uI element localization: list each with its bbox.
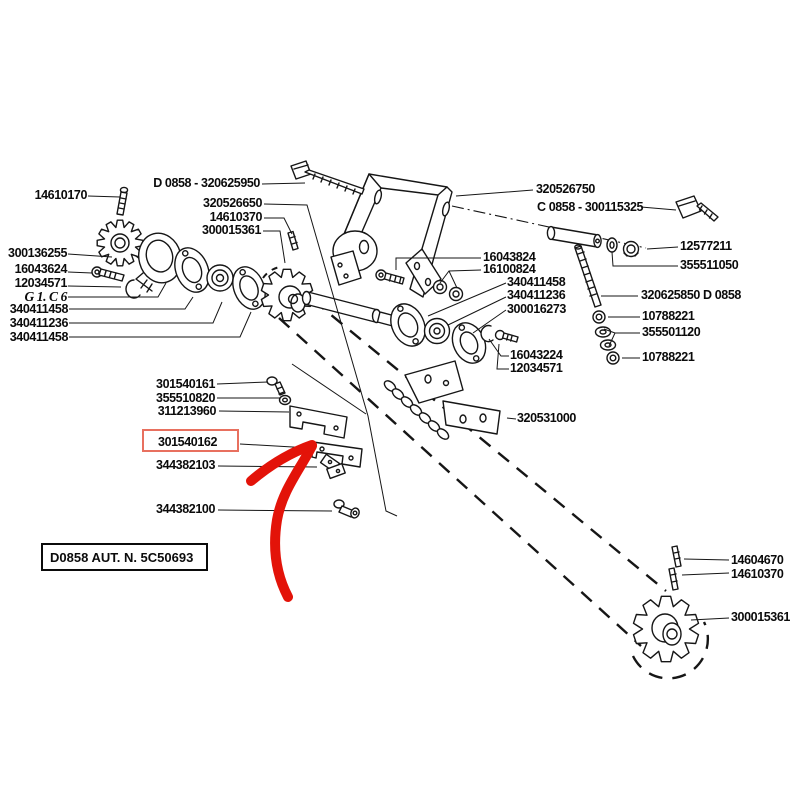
bolt-part-icon bbox=[116, 186, 129, 216]
washer-part-icon bbox=[606, 237, 618, 253]
bearing-part-icon bbox=[206, 264, 234, 292]
part-label: 12034571 bbox=[510, 361, 563, 375]
drawing-title-box: D0858 AUT. N. 5C50693 bbox=[41, 543, 208, 571]
bolt-part-icon bbox=[333, 499, 360, 519]
part-label: 14610370 bbox=[731, 567, 784, 581]
part-label: 300016273 bbox=[507, 302, 566, 316]
part-label: 16043224 bbox=[510, 348, 563, 362]
flange-part-icon bbox=[232, 266, 266, 310]
nut-part-icon bbox=[622, 240, 640, 258]
part-label: G 1. C 6 bbox=[24, 289, 67, 304]
chain-guard-part-icon bbox=[383, 360, 501, 440]
part-label: 340411458 bbox=[507, 275, 566, 289]
chain-dashed-lines bbox=[262, 266, 710, 680]
part-label: 320526650 bbox=[203, 196, 262, 210]
bolt-part-icon bbox=[494, 329, 519, 343]
part-label: 320526750 bbox=[536, 182, 595, 196]
red-annotations bbox=[142, 429, 317, 602]
latch-plate-part-icon bbox=[405, 248, 442, 295]
parts-artwork bbox=[91, 160, 719, 663]
bearing-part-icon bbox=[423, 317, 451, 345]
part-label: 355511050 bbox=[680, 258, 739, 272]
bolt-part-icon bbox=[375, 269, 405, 285]
washer-part-icon bbox=[278, 394, 292, 406]
part-label: 340411458 bbox=[10, 330, 69, 344]
support-plate-part-icon bbox=[289, 405, 348, 439]
flange-part-icon bbox=[390, 303, 426, 347]
part-label: 300015361 bbox=[731, 610, 790, 624]
part-label-highlighted: 301540162 bbox=[158, 435, 217, 449]
highlighted-plate-part-icon bbox=[311, 441, 363, 468]
part-labels: 14610170 300136255 16043624 12034571 G 1… bbox=[8, 176, 791, 624]
part-label: C 0858 - 300115325 bbox=[537, 200, 644, 214]
part-label: 12577211 bbox=[680, 239, 732, 253]
part-label: 340411458 bbox=[10, 302, 69, 316]
spring-pin-part-icon bbox=[668, 545, 682, 591]
part-label: 10788221 bbox=[642, 309, 695, 323]
part-label: 320531000 bbox=[517, 411, 576, 425]
part-label: 340411236 bbox=[10, 316, 69, 330]
part-label: 311213960 bbox=[158, 404, 217, 418]
part-label: D 0858 - 320625950 bbox=[153, 176, 260, 190]
part-label: 320625850 D 0858 bbox=[641, 288, 741, 302]
clip-part-icon bbox=[480, 324, 494, 343]
cover-ring-part-icon bbox=[138, 232, 182, 284]
cover-plate-part-icon bbox=[451, 322, 487, 364]
part-label: 14610370 bbox=[210, 210, 263, 224]
shaft-part-icon bbox=[301, 290, 400, 328]
sprocket-part-icon bbox=[96, 219, 144, 267]
part-label: 344382100 bbox=[156, 502, 215, 516]
pivot-pin-part-icon bbox=[546, 225, 602, 249]
spring-pin-part-icon bbox=[287, 230, 299, 251]
highlight-box bbox=[142, 429, 239, 452]
part-label: 16100824 bbox=[483, 262, 536, 276]
pivot-boss-part-icon bbox=[330, 230, 378, 286]
red-arrow-head bbox=[246, 440, 317, 486]
clip-part-icon bbox=[125, 279, 141, 299]
part-label: 16043624 bbox=[15, 262, 68, 276]
sprocket-part-icon bbox=[632, 595, 700, 663]
threaded-rod-part-icon bbox=[574, 244, 602, 308]
part-label: 344382103 bbox=[156, 458, 215, 472]
part-label: 14604670 bbox=[731, 553, 784, 567]
part-label: 10788221 bbox=[642, 350, 695, 364]
clamp-part-icon bbox=[319, 453, 346, 480]
part-label: 340411236 bbox=[507, 288, 566, 302]
part-label: 300136255 bbox=[8, 246, 67, 260]
flanged-nuts-part-icon bbox=[432, 279, 464, 302]
part-label: 355501120 bbox=[642, 325, 701, 339]
nut-washer-stack-icon bbox=[592, 310, 620, 365]
bolt-part-icon bbox=[290, 160, 365, 195]
drawing-title-text: D0858 AUT. N. 5C50693 bbox=[50, 550, 193, 565]
part-label: 12034571 bbox=[15, 276, 68, 290]
part-label: 301540161 bbox=[156, 377, 215, 391]
part-label: 300015361 bbox=[202, 223, 261, 237]
part-label: 14610170 bbox=[35, 188, 88, 202]
red-arrow-tail bbox=[270, 441, 317, 602]
part-label: 355510820 bbox=[156, 391, 215, 405]
flange-part-icon bbox=[174, 247, 210, 293]
part-label: 16043824 bbox=[483, 250, 536, 264]
tab-bolt-part-icon bbox=[675, 195, 719, 222]
bolt-part-icon bbox=[266, 376, 286, 396]
bolt-part-icon bbox=[91, 266, 125, 282]
